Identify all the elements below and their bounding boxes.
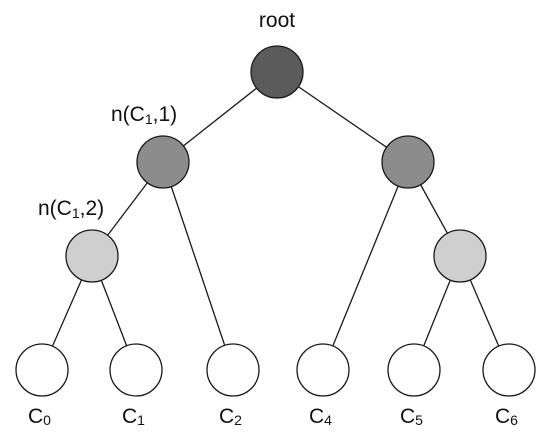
label-c1-sub: 1 [137, 412, 145, 428]
leaf-c6 [482, 343, 536, 397]
edge-right-c4 [322, 161, 409, 371]
label-c6: C6 [495, 405, 518, 428]
leaf-c4 [296, 343, 350, 397]
tree-labels: root n(C1,1) n(C1,2) C0 C1 C2 C4 C5 C6 [28, 9, 518, 428]
leaf-c1 [109, 343, 163, 397]
node-n-c1-2 [65, 229, 119, 283]
label-c2: C2 [219, 405, 242, 428]
label-c4: C4 [309, 405, 332, 428]
label-n-c1-1-base: n(C [111, 103, 145, 126]
label-c1: C1 [122, 405, 145, 428]
label-n-c1-2-tail: ,2) [80, 197, 105, 220]
label-c4-sub: 4 [324, 412, 332, 428]
node-n-c1-1 [136, 135, 190, 189]
label-c2-base: C [219, 405, 234, 428]
label-c0-base: C [28, 405, 43, 428]
node-right-level1 [381, 135, 435, 189]
leaf-c5 [387, 343, 441, 397]
label-n-c1-1-tail: ,1) [153, 103, 178, 126]
root-node [250, 45, 304, 99]
node-right-level2 [433, 229, 487, 283]
label-n-c1-2: n(C1,2) [38, 197, 104, 221]
label-c5-base: C [400, 405, 415, 428]
label-n-c1-2-sub: 1 [72, 205, 80, 221]
label-c6-base: C [495, 405, 510, 428]
label-c1-base: C [122, 405, 137, 428]
label-n-c1-2-base: n(C [38, 197, 72, 220]
label-n-c1-1: n(C1,1) [111, 103, 177, 127]
label-c5: C5 [400, 405, 423, 428]
label-c6-sub: 6 [510, 412, 518, 428]
leaf-c2 [206, 343, 260, 397]
label-c2-sub: 2 [234, 412, 242, 428]
edge-left-c2 [162, 161, 234, 371]
label-c4-base: C [309, 405, 324, 428]
label-c5-sub: 5 [415, 412, 423, 428]
root-label: root [259, 9, 295, 32]
tree-nodes [15, 45, 536, 397]
label-n-c1-1-sub: 1 [145, 111, 153, 127]
leaf-c0 [15, 343, 69, 397]
label-c0: C0 [28, 405, 51, 428]
label-c0-sub: 0 [43, 412, 51, 428]
